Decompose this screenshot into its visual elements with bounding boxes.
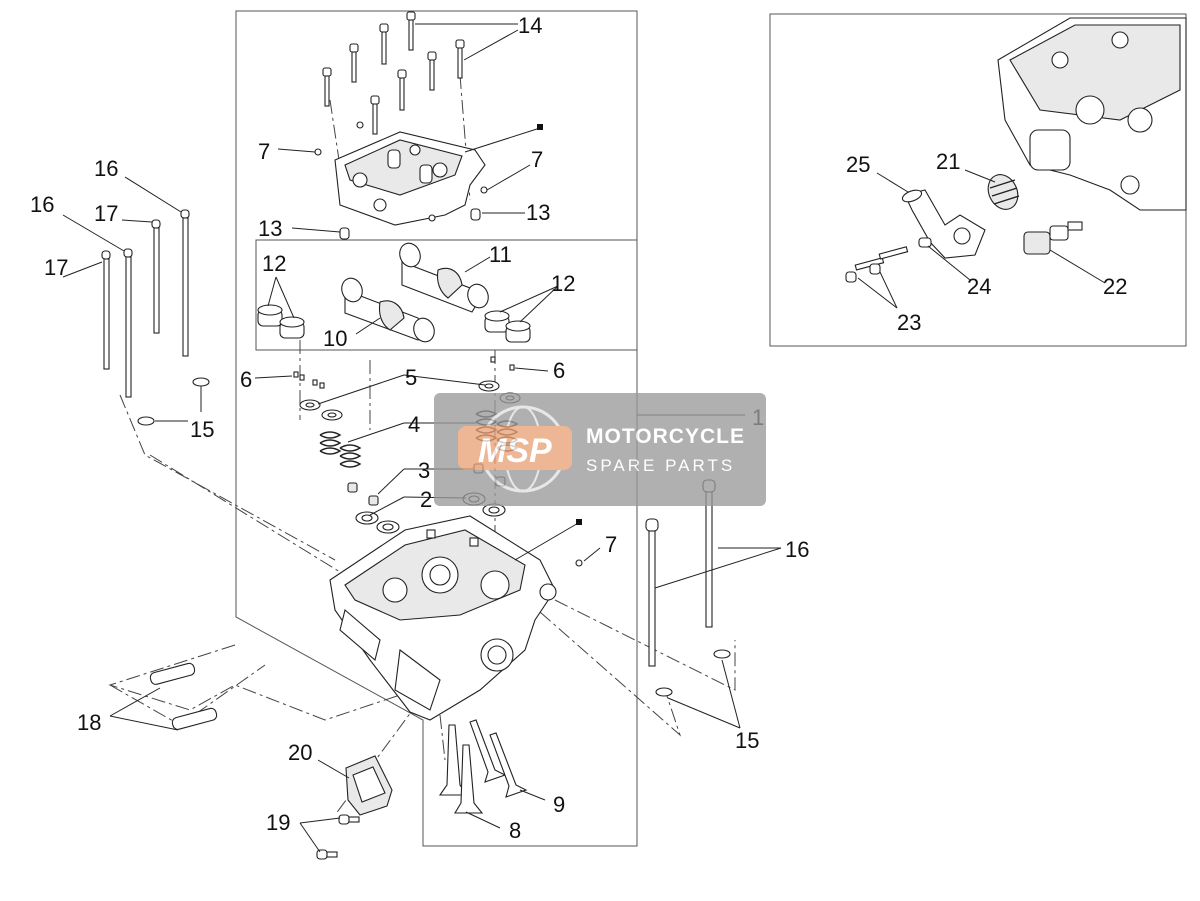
callout-2: 2: [420, 487, 432, 512]
watermark-logo-badge: [458, 426, 572, 470]
callout-10: 10: [323, 326, 347, 351]
callout-7: 7: [258, 139, 270, 164]
stud-16: [645, 518, 659, 667]
callout-12: 12: [551, 271, 575, 296]
group-pins: [149, 662, 218, 730]
bolt-23: [869, 246, 909, 275]
group-valves: [438, 719, 528, 814]
callout-24: 24: [967, 274, 991, 299]
callout-23: 23: [897, 310, 921, 335]
callout-16: 16: [785, 537, 809, 562]
callout-21: 21: [936, 149, 960, 174]
pin-18: [149, 662, 196, 685]
camshaft-carrier: [334, 121, 486, 226]
bolt-14: [427, 51, 437, 91]
callout-18: 18: [77, 710, 101, 735]
callout-17: 17: [94, 201, 118, 226]
ball-7: [314, 148, 322, 156]
marker-square: [537, 124, 543, 130]
callout-17: 17: [44, 255, 68, 280]
cylinder-head: [329, 515, 557, 721]
callout-4: 4: [408, 412, 420, 437]
callout-25: 25: [846, 152, 870, 177]
callout-13: 13: [526, 200, 550, 225]
group-dowels: [314, 148, 583, 567]
bolt-14: [349, 43, 359, 83]
dowel-13: [470, 208, 481, 221]
callout-16: 16: [30, 192, 54, 217]
callout-5: 5: [405, 365, 417, 390]
group-leader-lines: [62, 23, 1106, 853]
watermark-subtitle: SPARE PARTS: [586, 456, 735, 475]
tappet-12: [484, 310, 510, 333]
frame-cylinder-head: [235, 240, 638, 847]
washer-15: [713, 649, 731, 659]
callout-7: 7: [605, 532, 617, 557]
thermostat-housing-25: [901, 189, 986, 259]
ball-7: [575, 559, 583, 567]
tappet-12: [257, 304, 283, 327]
tappet-12: [279, 316, 305, 339]
bolt-14: [370, 95, 380, 135]
callout-8: 8: [509, 818, 521, 843]
callout-20: 20: [288, 740, 312, 765]
callout-11: 11: [489, 242, 512, 267]
stud-17: [101, 250, 111, 370]
callout-6: 6: [240, 367, 252, 392]
callout-9: 9: [553, 792, 565, 817]
group-studs-left: [101, 209, 210, 426]
screw-19: [338, 814, 360, 825]
frame-camshafts: [255, 239, 638, 351]
pin-18: [171, 707, 218, 730]
watermark-panel: [434, 393, 766, 506]
screw-19: [316, 849, 338, 860]
stud-16: [180, 209, 190, 357]
bolt-14: [397, 69, 407, 111]
bolt-14: [379, 23, 389, 65]
marker-square: [576, 519, 582, 525]
watermark-title: MOTORCYCLE: [586, 425, 745, 448]
callout-16: 16: [94, 156, 118, 181]
gasket-24: [918, 237, 932, 248]
callout-14: 14: [518, 13, 542, 38]
washer-15: [137, 416, 155, 426]
callout-15: 15: [735, 728, 759, 753]
callout-7: 7: [531, 147, 543, 172]
callout-22: 22: [1103, 274, 1127, 299]
callout-6: 6: [553, 358, 565, 383]
callout-12: 12: [262, 251, 286, 276]
camshaft-10: [341, 277, 435, 343]
bolt-23: [845, 257, 885, 283]
group-cover-plate: [316, 755, 393, 860]
watermark: MSP MOTORCYCLE SPARE PARTS: [434, 393, 766, 506]
dowel-13: [339, 227, 350, 240]
bolt-14: [322, 67, 332, 107]
callout-3: 3: [418, 458, 430, 483]
sensor-22: [1023, 221, 1083, 255]
stud-17: [151, 219, 161, 334]
camshaft-11: [399, 242, 489, 313]
washer-15: [655, 687, 673, 697]
bolt-14: [455, 39, 465, 79]
stud-16: [123, 248, 133, 398]
callout-13: 13: [258, 216, 282, 241]
tappet-12: [505, 320, 531, 343]
group-thermostat: [845, 174, 1083, 283]
group-cover-bolts: [322, 11, 465, 135]
thermostat-21: [987, 174, 1020, 210]
group-studs-right: [645, 479, 731, 697]
group-engine-block-inset: [997, 17, 1187, 211]
ball-7: [480, 186, 488, 194]
washer-15: [192, 377, 210, 387]
group-tappets: [257, 304, 531, 343]
callout-15: 15: [190, 417, 214, 442]
bolt-14: [406, 11, 416, 51]
watermark-logo-text: MSP: [478, 432, 552, 470]
callout-19: 19: [266, 810, 290, 835]
